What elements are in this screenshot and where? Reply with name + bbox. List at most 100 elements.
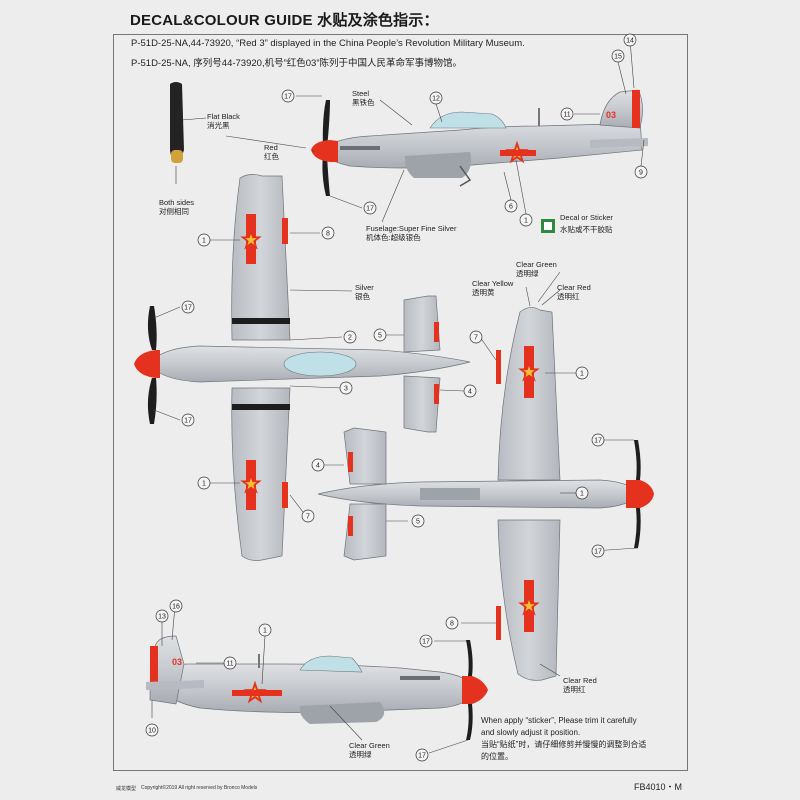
fuselage-label: Fuselage:Super Fine Silver 机体色:超级银色 [366,224,456,242]
callout-1: 1 [197,233,211,247]
svg-text:16: 16 [172,604,180,611]
callout-6: 6 [504,199,518,213]
svg-text:5: 5 [378,333,382,340]
svg-text:6: 6 [509,204,513,211]
svg-text:17: 17 [366,206,374,213]
page-frame [113,34,688,771]
callout-17: 17 [181,300,195,314]
guide-title: DECAL&COLOUR GUIDE 水贴及涂色指示： [130,12,439,29]
callout-17: 17 [591,433,605,447]
clear-red-label: Clear Red 透明红 [557,283,591,301]
steel-cn: 黑铁色 [352,98,375,107]
side-view-right: 03 [311,89,648,196]
svg-text:10: 10 [148,728,156,735]
sticker-note: When apply “sticker”, Please trim it car… [481,715,646,763]
clear-red-cn: 透明红 [557,292,580,301]
svg-text:17: 17 [284,94,292,101]
flat-black-en: Flat Black [207,112,240,121]
svg-text:11: 11 [226,661,233,668]
clear-green-2-en: Clear Green [349,741,390,750]
callout-8: 8 [445,616,459,630]
svg-text:11: 11 [563,112,570,119]
callout-17: 17 [419,634,433,648]
callout-12: 12 [429,91,443,105]
clear-yellow-en: Clear Yellow [472,279,514,288]
callout-9: 9 [634,165,648,179]
svg-text:5: 5 [416,519,420,526]
svg-text:7: 7 [474,335,478,342]
svg-text:14: 14 [626,38,634,45]
clear-red-2-cn: 透明红 [563,685,586,694]
callout-17: 17 [281,89,295,103]
clear-green-label: Clear Green 透明绿 [516,260,557,278]
svg-text:17: 17 [418,753,426,760]
callout-1: 1 [197,476,211,490]
svg-text:1: 1 [202,238,206,245]
footer-brand: 威龙模型 [116,786,137,792]
sticker-note-line-1: When apply “sticker”, Please trim it car… [481,716,637,725]
svg-text:13: 13 [158,614,166,621]
svg-text:7: 7 [306,514,310,521]
red-cn: 红色 [264,152,279,161]
callout-4: 4 [463,384,477,398]
clear-red-label-2: Clear Red 透明红 [563,676,597,694]
sticker-note-line-4: 的位置。 [481,752,513,761]
tail-number-bottom: 03 [172,657,182,667]
red-en: Red [264,143,278,152]
fuselage-en: Fuselage:Super Fine Silver [366,224,457,233]
clear-red-en: Clear Red [557,283,591,292]
silver-cn: 银色 [355,292,370,301]
callout-2: 2 [343,330,357,344]
footer-copyright: Copyright©2019 All right reserved by Bro… [141,785,258,791]
fuselage-cn: 机体色:超级银色 [366,233,421,242]
clear-green-cn: 透明绿 [516,269,539,278]
svg-text:1: 1 [580,371,584,378]
callout-1: 1 [575,486,589,500]
callout-5: 5 [411,514,425,528]
red-label: Red 红色 [264,143,279,161]
svg-text:17: 17 [184,305,192,312]
clear-green-label-2: Clear Green 透明绿 [349,741,390,759]
svg-text:1: 1 [580,491,584,498]
decal-en: Decal or Sticker [560,213,613,222]
bottom-view-right [317,307,654,681]
callout-3: 3 [339,381,353,395]
callout-17: 17 [181,413,195,427]
svg-text:17: 17 [594,549,602,556]
callout-11: 11 [560,107,574,121]
subtitle-english: P-51D-25-NA,44-73920, “Red 3” displayed … [131,38,525,49]
clear-yellow-label: Clear Yellow 透明黄 [472,279,513,297]
callout-17: 17 [363,201,377,215]
svg-text:1: 1 [263,628,267,635]
callout-5: 5 [373,328,387,342]
flat-black-label: Flat Black 消光黑 [207,112,240,130]
callout-14: 14 [623,33,637,47]
silver-en: Silver [355,283,374,292]
svg-text:1: 1 [524,218,528,225]
svg-text:17: 17 [184,418,192,425]
svg-text:1: 1 [202,481,206,488]
decal-cn: 水贴或不干胶贴 [560,225,613,234]
propeller-blade-detail [170,82,207,184]
callout-17: 17 [591,544,605,558]
flat-black-cn: 消光黑 [207,121,230,130]
leader-lines [151,39,645,754]
svg-text:9: 9 [639,170,643,177]
clear-red-2-en: Clear Red [563,676,597,685]
callout-10: 10 [145,723,159,737]
svg-text:17: 17 [422,639,430,646]
callout-8: 8 [321,226,335,240]
side-view-left: 03 [146,635,488,740]
subtitle-chinese: P-51D-25-NA, 序列号44-73920,机号”红色03”陈列于中国人民… [131,58,462,69]
both-sides-en: Both sides [159,198,195,207]
clear-green-en: Clear Green [516,260,557,269]
callout-1: 1 [519,213,533,227]
both-sides-cn: 对侧相同 [159,207,189,216]
footer-code: FB4010・M [634,782,683,792]
callout-1: 1 [575,366,589,380]
callout-11: 11 [223,656,237,670]
steel-label: Steel 黑铁色 [352,89,375,107]
callout-16: 16 [169,599,183,613]
